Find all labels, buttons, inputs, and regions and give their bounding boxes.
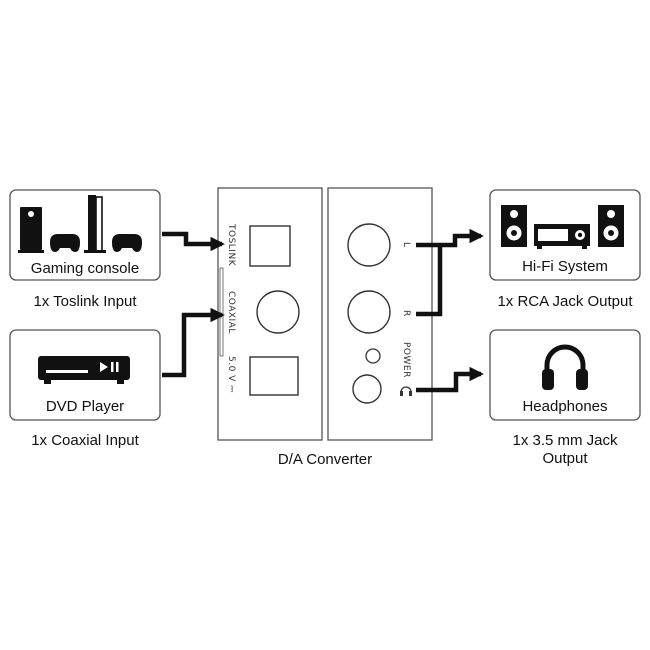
gaming-console-label: Gaming console [31,260,139,277]
headphone-jack-icon [400,386,412,396]
headphone-connection-arrow [416,366,484,393]
hifi-system-label: Hi-Fi System [522,258,608,275]
coaxial-input-caption: 1x Coaxial Input [31,432,139,449]
rca-left-port [347,223,391,267]
coaxial-port [256,290,300,334]
dvd-player-label: DVD Player [46,398,124,415]
headphones-icon [542,344,588,390]
headphones-box: Headphones [489,329,641,421]
toslink-port [249,225,291,267]
rca-connection-arrow [416,228,484,248]
jack-output-caption-line1: 1x 3.5 mm Jack [512,432,618,449]
hifi-system-box: Hi-Fi System [489,189,641,281]
toslink-connection-arrow [162,231,225,252]
rca-right-channel-line [416,245,443,317]
toslink-port-label: TOSLINK [226,223,236,267]
gaming-console-box: Gaming console [9,189,161,281]
coaxial-connection-arrow [162,307,225,378]
converter-output-panel: L R POWER [327,187,433,441]
rca-output-caption: 1x RCA Jack Output [497,293,633,310]
hifi-system-icon [501,205,624,249]
left-channel-label: L [401,242,411,248]
toslink-input-caption: 1x Toslink Input [33,293,137,310]
rca-right-port [347,290,391,334]
power-input-label: 5.0 V ⎓ [226,356,236,393]
dvd-player-icon [38,356,130,384]
power-led [365,348,381,364]
gaming-consoles-icon [18,195,142,253]
converter-input-panel: TOSLINK COAXIAL 5.0 V ⎓ [217,187,323,441]
headphone-jack-port [352,374,382,404]
coaxial-port-label: COAXIAL [226,291,236,334]
dvd-player-box: DVD Player [9,329,161,421]
power-label: POWER [401,342,411,378]
headphones-label: Headphones [522,398,607,415]
power-input-port [249,356,299,396]
converter-caption: D/A Converter [278,451,372,468]
jack-output-caption-line2: Output [542,450,588,467]
right-channel-label: R [401,310,411,317]
